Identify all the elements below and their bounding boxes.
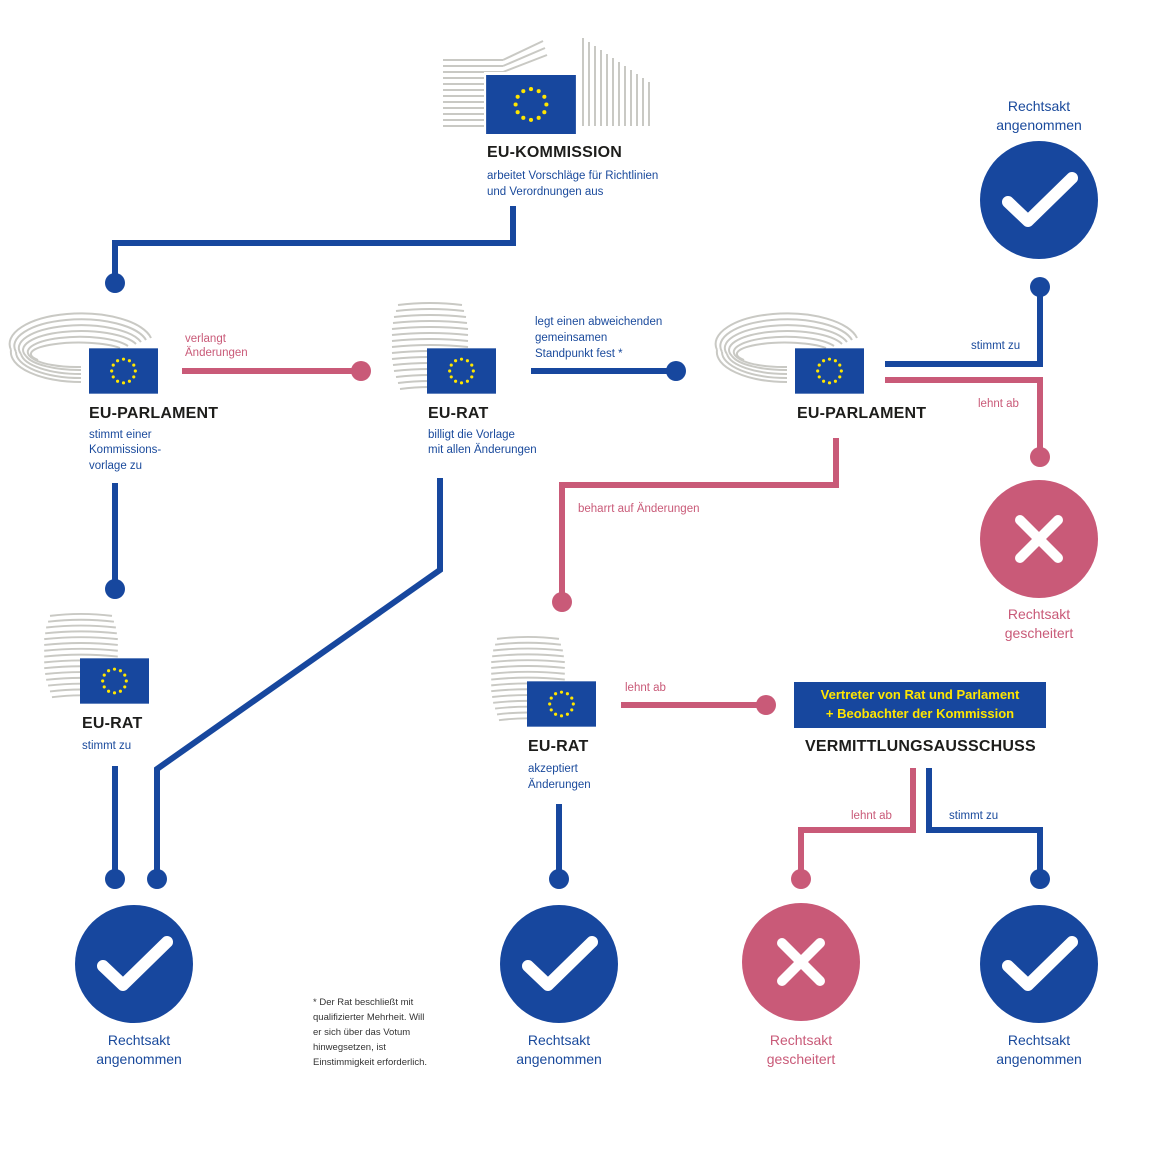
label-p2-agrees: stimmt zu bbox=[971, 340, 1020, 352]
edge-p2-agrees bbox=[885, 288, 1043, 367]
checkmark-circle-icon bbox=[75, 905, 193, 1023]
connector-dot bbox=[552, 592, 572, 612]
edge-insists bbox=[559, 438, 839, 601]
result-label-1: Rechtsakt bbox=[770, 1032, 832, 1048]
commission-title: EU-KOMMISSION bbox=[487, 144, 622, 161]
parliament1-node: EU-PARLAMENT stimmt einer Kommissions- v… bbox=[8, 312, 218, 472]
connector-dot bbox=[666, 361, 686, 381]
edge-conciliation-agrees bbox=[926, 768, 1043, 878]
connector-dot bbox=[105, 273, 125, 293]
checkmark-circle-icon bbox=[980, 905, 1098, 1023]
result-label-1: Rechtsakt bbox=[1008, 98, 1070, 114]
result-bottom-failed: Rechtsakt gescheitert bbox=[742, 903, 860, 1067]
commission-node: EU-KOMMISSION arbeitet Vorschläge für Ri… bbox=[443, 37, 658, 198]
connector-dot bbox=[549, 869, 569, 889]
result-bottom-right: Rechtsakt angenommen bbox=[980, 905, 1098, 1067]
commission-desc-2: und Verordnungen aus bbox=[487, 186, 604, 198]
eu-flag-icon bbox=[427, 348, 496, 394]
council-left-node: EU-RAT stimmt zu bbox=[43, 612, 149, 752]
connector-dot bbox=[351, 361, 371, 381]
edge-p2-rejects bbox=[885, 377, 1043, 456]
result-right-failed: Rechtsakt gescheitert bbox=[980, 480, 1098, 641]
council-mid-desc-1: akzeptiert bbox=[528, 763, 579, 775]
parliament1-title: EU-PARLAMENT bbox=[89, 405, 218, 422]
label-demands-1: verlangt bbox=[185, 333, 227, 345]
cross-circle-icon bbox=[980, 480, 1098, 598]
eu-flag-icon bbox=[795, 348, 864, 394]
label-conciliation-rejects: lehnt ab bbox=[851, 810, 892, 822]
parliament2-title: EU-PARLAMENT bbox=[797, 405, 926, 422]
footnote-line-1: * Der Rat beschließt mit bbox=[313, 997, 414, 1008]
footnote-line-5: Einstimmigkeit erforderlich. bbox=[313, 1057, 427, 1068]
council1-title: EU-RAT bbox=[428, 405, 488, 422]
parliament1-desc-3: vorlage zu bbox=[89, 460, 142, 472]
connector-dot bbox=[105, 869, 125, 889]
commission-desc-1: arbeitet Vorschläge für Richtlinien bbox=[487, 170, 658, 182]
council1-node: EU-RAT billigt die Vorlage mit allen Änd… bbox=[391, 302, 537, 456]
conciliation-node: Vertreter von Rat und Parlament + Beobac… bbox=[794, 682, 1046, 755]
label-common-3: Standpunkt fest * bbox=[535, 348, 623, 360]
conciliation-box bbox=[794, 682, 1046, 728]
connector-dot bbox=[105, 579, 125, 599]
connector-dot bbox=[791, 869, 811, 889]
council1-desc-2: mit allen Änderungen bbox=[428, 444, 537, 456]
result-label-2: angenommen bbox=[96, 1051, 182, 1067]
result-label-2: gescheitert bbox=[1005, 625, 1074, 641]
parliament1-desc-1: stimmt einer bbox=[89, 429, 152, 441]
cross-circle-icon bbox=[742, 903, 860, 1021]
council-left-title: EU-RAT bbox=[82, 715, 142, 732]
label-insists: beharrt auf Änderungen bbox=[578, 503, 699, 515]
footnote: * Der Rat beschließt mit qualifizierter … bbox=[313, 997, 427, 1068]
footnote-line-4: hinwegsetzen, ist bbox=[313, 1042, 386, 1053]
result-label-2: angenommen bbox=[996, 117, 1082, 133]
result-label-2: angenommen bbox=[996, 1051, 1082, 1067]
eu-flag-icon bbox=[80, 658, 149, 704]
result-label-1: Rechtsakt bbox=[1008, 606, 1070, 622]
footnote-line-3: er sich über das Votum bbox=[313, 1027, 410, 1038]
result-bottom-mid: Rechtsakt angenommen bbox=[500, 905, 618, 1067]
edge-commission-to-parliament bbox=[112, 206, 516, 282]
conciliation-title: VERMITTLUNGSAUSSCHUSS bbox=[805, 738, 1036, 755]
result-label-1: Rechtsakt bbox=[528, 1032, 590, 1048]
eu-flag-icon bbox=[89, 348, 158, 394]
label-p2-rejects: lehnt ab bbox=[978, 398, 1019, 410]
result-top-right: Rechtsakt angenommen bbox=[980, 98, 1098, 259]
council-mid-desc-2: Änderungen bbox=[528, 779, 591, 791]
connector-dot bbox=[1030, 869, 1050, 889]
checkmark-circle-icon bbox=[500, 905, 618, 1023]
eu-flag-icon bbox=[486, 75, 576, 134]
connector-dot bbox=[756, 695, 776, 715]
result-label-1: Rechtsakt bbox=[108, 1032, 170, 1048]
result-bottom-left: Rechtsakt angenommen bbox=[75, 905, 193, 1067]
label-demands-2: Änderungen bbox=[185, 347, 248, 359]
council-mid-node: EU-RAT akzeptiert Änderungen bbox=[490, 635, 596, 791]
council-mid-title: EU-RAT bbox=[528, 738, 588, 755]
edge-council1-to-result bbox=[154, 478, 443, 878]
result-label-1: Rechtsakt bbox=[1008, 1032, 1070, 1048]
council1-desc-1: billigt die Vorlage bbox=[428, 429, 515, 441]
footnote-line-2: qualifizierter Mehrheit. Will bbox=[313, 1012, 424, 1023]
result-label-2: gescheitert bbox=[767, 1051, 836, 1067]
edge-conciliation-rejects bbox=[798, 768, 916, 878]
label-council-rejects: lehnt ab bbox=[625, 682, 666, 694]
label-common-2: gemeinsamen bbox=[535, 332, 607, 344]
result-label-2: angenommen bbox=[516, 1051, 602, 1067]
conciliation-box-line-2: + Beobachter der Kommission bbox=[826, 706, 1014, 721]
checkmark-circle-icon bbox=[980, 141, 1098, 259]
conciliation-box-line-1: Vertreter von Rat und Parlament bbox=[821, 687, 1020, 702]
connector-dot bbox=[1030, 277, 1050, 297]
council-left-desc-1: stimmt zu bbox=[82, 740, 131, 752]
parliament2-node: EU-PARLAMENT bbox=[714, 312, 926, 422]
label-conciliation-agrees: stimmt zu bbox=[949, 810, 998, 822]
connector-dot bbox=[147, 869, 167, 889]
eu-flag-icon bbox=[527, 681, 596, 727]
connector-dot bbox=[1030, 447, 1050, 467]
parliament1-desc-2: Kommissions- bbox=[89, 444, 161, 456]
label-common-1: legt einen abweichenden bbox=[535, 316, 662, 328]
